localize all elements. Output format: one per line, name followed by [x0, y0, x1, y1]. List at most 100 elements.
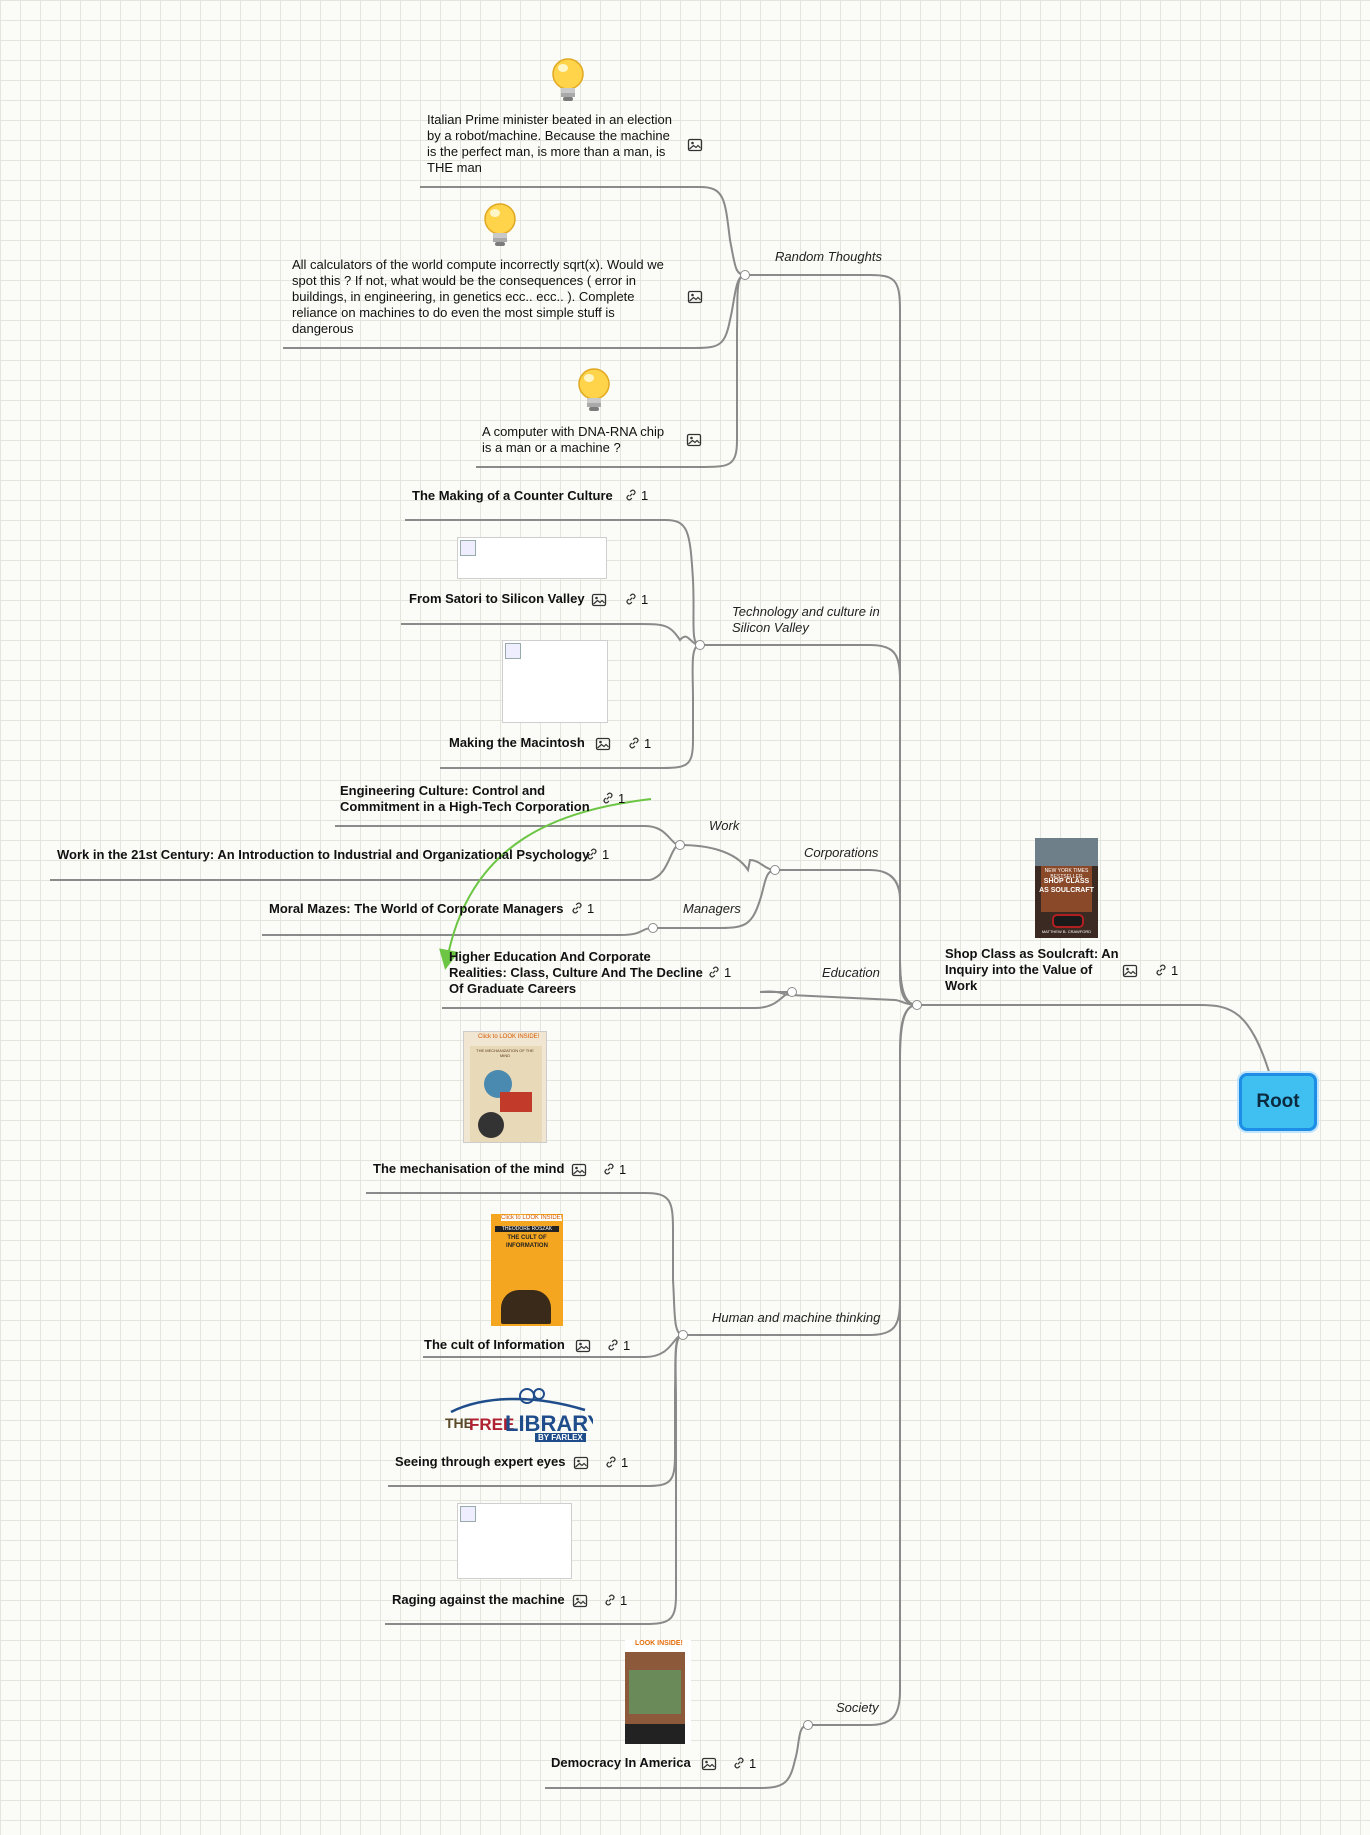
image-icon[interactable] [573, 1455, 589, 1471]
link-icon [734, 1757, 744, 1769]
thought-line: by a robot/machine. Because the machine [427, 128, 670, 143]
book-mechanisation[interactable]: The mechanisation of the mind [373, 1161, 565, 1176]
book-counter-culture[interactable]: The Making of a Counter Culture [412, 488, 613, 503]
book-cover-cult-of-information: Click to LOOK INSIDE! THEODORE ROSZAK TH… [491, 1214, 563, 1326]
thought-line: is the perfect man, is more than a man, … [427, 144, 666, 159]
image-icon[interactable] [575, 1338, 591, 1354]
cover-text: THEODORE ROSZAK [495, 1226, 559, 1232]
cover-text: MATTHEW B. CRAWFORD [1041, 929, 1092, 934]
link-count[interactable]: 1 [624, 488, 648, 504]
book-title-line: Inquiry into the Value of [945, 962, 1093, 977]
thought-node[interactable]: All calculators of the world compute inc… [292, 257, 687, 337]
book-democracy-in-america[interactable]: Democracy In America [551, 1755, 691, 1770]
cover-text: INFORMATION [506, 1243, 548, 1249]
cover-barn [1041, 866, 1092, 912]
book-higher-education[interactable]: Higher Education And Corporate Realities… [449, 949, 703, 997]
branch-dot [695, 640, 705, 650]
category-random-thoughts[interactable]: Random Thoughts [775, 249, 882, 264]
cover-band [625, 1724, 685, 1744]
category-human-machine[interactable]: Human and machine thinking [712, 1310, 881, 1325]
link-count[interactable]: 1 [585, 847, 609, 863]
category-managers[interactable]: Managers [683, 901, 741, 916]
link-count-value: 1 [623, 1338, 631, 1353]
branch-dot [648, 923, 658, 933]
link-count[interactable]: 1 [602, 1162, 626, 1178]
branch-dot [675, 840, 685, 850]
link-icon [606, 1456, 616, 1468]
image-icon[interactable] [572, 1593, 588, 1609]
image-icon[interactable] [595, 736, 611, 752]
link-count-value: 1 [618, 791, 626, 806]
lightbulb-icon [578, 368, 610, 411]
category-technology-culture[interactable]: Technology and culture in Silicon Valley [732, 604, 880, 636]
link-count[interactable]: 1 [627, 736, 651, 752]
thought-line: dangerous [292, 321, 354, 336]
link-count-value: 1 [641, 592, 649, 607]
broken-image [457, 537, 607, 579]
cover-text: THE MECHANIZATION OF THE MIND [476, 1048, 534, 1058]
link-count[interactable]: 1 [606, 1338, 630, 1354]
book-title-line: Of Graduate Careers [449, 981, 577, 996]
book-work-21st-century[interactable]: Work in the 21st Century: An Introductio… [57, 847, 590, 862]
thought-line: THE man [427, 160, 482, 175]
root-node[interactable]: Root [1239, 1073, 1317, 1131]
link-count[interactable]: 1 [1154, 963, 1178, 979]
category-corporations[interactable]: Corporations [804, 845, 879, 860]
book-title-line: Commitment in a High-Tech Corporation [340, 799, 590, 814]
logo-text: FREE [469, 1415, 515, 1434]
book-cover-mechanisation: Click to LOOK INSIDE! THE MECHANIZATION … [463, 1031, 547, 1143]
book-cover-shop-class: NEW YORK TIMES BESTSELLER SHOP CLASS AS … [1035, 838, 1098, 938]
book-satori[interactable]: From Satori to Silicon Valley [409, 591, 585, 606]
thought-line: Italian Prime minister beated in an elec… [427, 112, 672, 127]
category-society[interactable]: Society [836, 1700, 879, 1715]
image-icon[interactable] [686, 432, 702, 448]
cover-text: Click to LOOK INSIDE! [501, 1215, 563, 1221]
link-count[interactable]: 1 [604, 1455, 628, 1471]
book-seeing-through-expert-eyes[interactable]: Seeing through expert eyes [395, 1454, 566, 1469]
book-shop-class[interactable]: Shop Class as Soulcraft: An Inquiry into… [945, 946, 1120, 994]
book-cult-of-information[interactable]: The cult of Information [424, 1337, 565, 1352]
link-count[interactable]: 1 [732, 1756, 756, 1772]
cover-shape [500, 1092, 532, 1112]
cover-sky [1035, 838, 1098, 866]
link-icon [626, 489, 636, 501]
thought-line: A computer with DNA-RNA chip [482, 424, 665, 439]
image-icon[interactable] [701, 1756, 717, 1772]
link-count-value: 1 [619, 1162, 627, 1177]
category-line: Technology and culture in [732, 604, 880, 619]
link-icon [604, 1163, 614, 1175]
link-count[interactable]: 1 [707, 965, 731, 981]
link-count[interactable]: 1 [601, 791, 625, 807]
link-count[interactable]: 1 [603, 1593, 627, 1609]
image-icon[interactable] [571, 1162, 587, 1178]
book-raging-against-the-machine[interactable]: Raging against the machine [392, 1592, 565, 1607]
cover-shape [478, 1112, 504, 1138]
image-icon[interactable] [687, 137, 703, 153]
book-moral-mazes[interactable]: Moral Mazes: The World of Corporate Mana… [269, 901, 564, 916]
logo-text: THE [445, 1415, 473, 1431]
thought-node[interactable]: A computer with DNA-RNA chip is a man or… [482, 424, 672, 456]
thought-node[interactable]: Italian Prime minister beated in an elec… [427, 112, 677, 176]
link-count-value: 1 [620, 1593, 628, 1608]
category-education[interactable]: Education [822, 965, 880, 980]
book-engineering-culture[interactable]: Engineering Culture: Control and Commitm… [340, 783, 590, 815]
cover-motorcycle [1052, 914, 1084, 928]
broken-image [457, 1503, 572, 1579]
category-work[interactable]: Work [709, 818, 740, 833]
link-icon [709, 966, 719, 978]
book-macintosh[interactable]: Making the Macintosh [449, 735, 585, 750]
broken-image [502, 640, 608, 723]
image-icon[interactable] [687, 289, 703, 305]
category-line: Silicon Valley [732, 620, 809, 635]
book-title-line: Shop Class as Soulcraft: An [945, 946, 1119, 961]
image-icon[interactable] [591, 592, 607, 608]
cover-text: AS SOULCRAFT [1039, 887, 1094, 894]
logo-free-library: THE FREE LIBRARY BY FARLEX [443, 1386, 593, 1444]
branch-dot [803, 1720, 813, 1730]
link-count[interactable]: 1 [624, 592, 648, 608]
link-count[interactable]: 1 [570, 901, 594, 917]
book-title-line: Engineering Culture: Control and [340, 783, 546, 798]
branch-dot [678, 1330, 688, 1340]
image-icon[interactable] [1122, 963, 1138, 979]
